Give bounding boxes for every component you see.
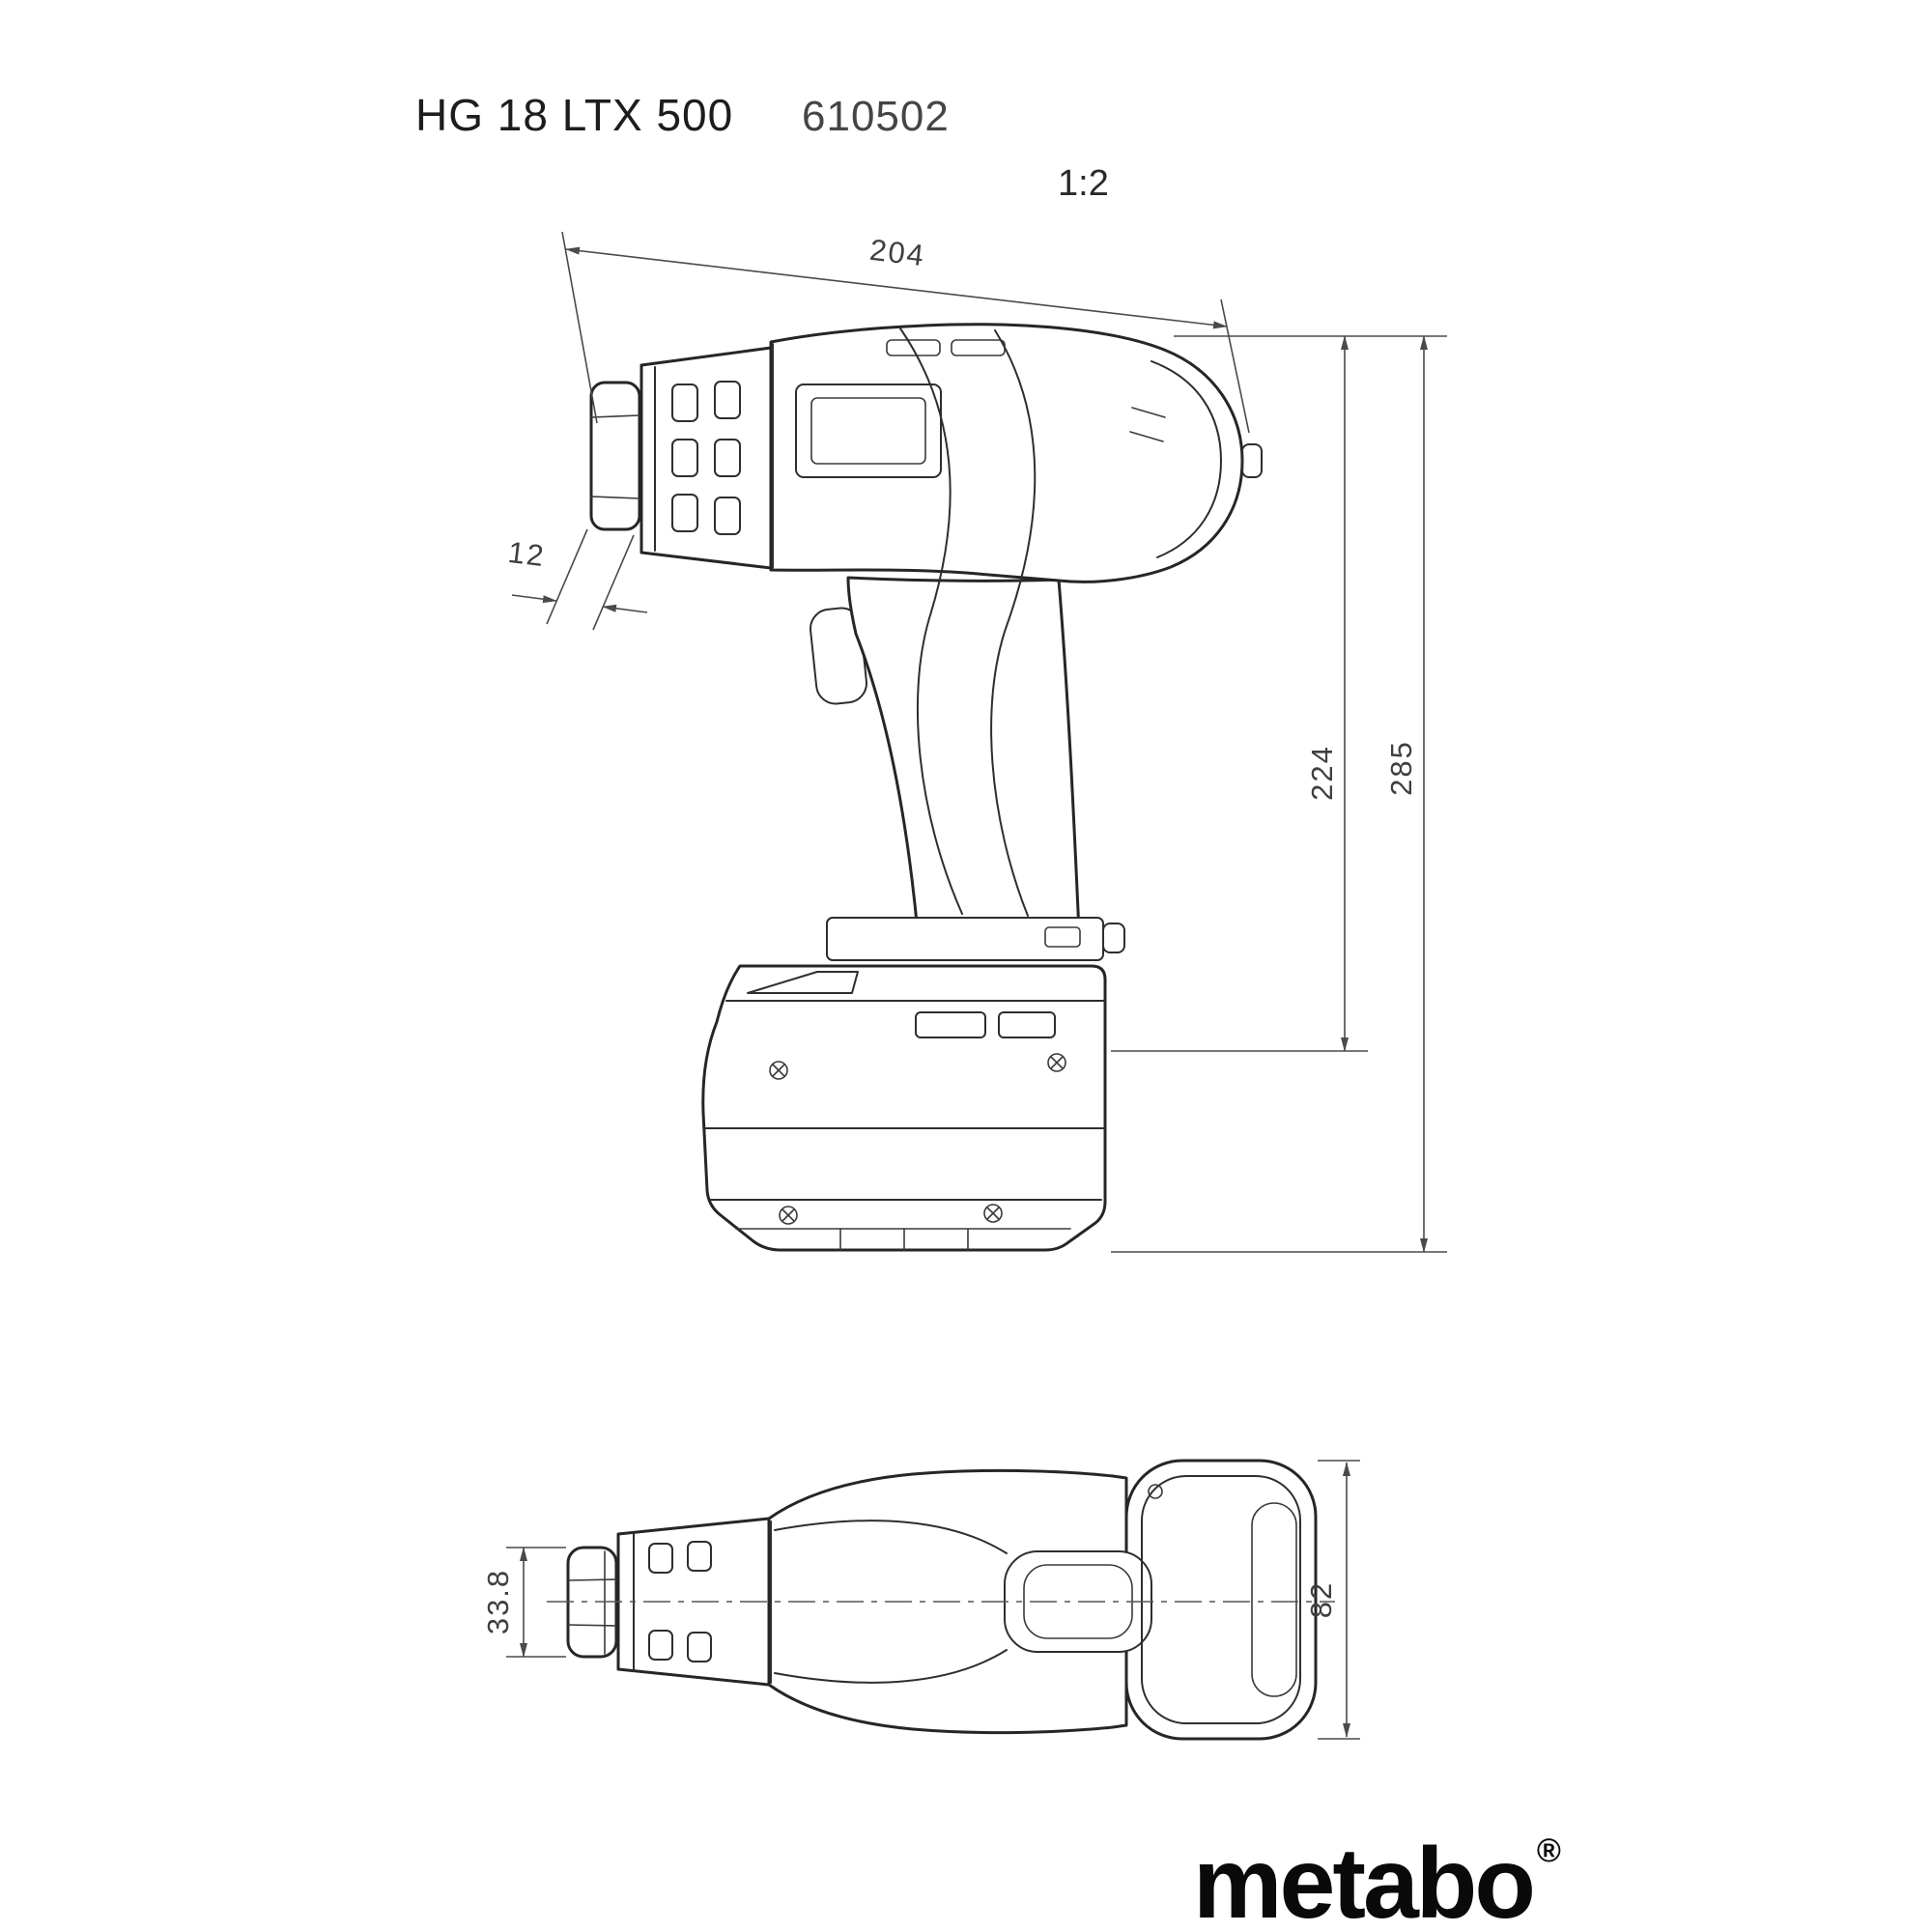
body-housing: [769, 323, 1244, 583]
rear-cap: [1124, 1459, 1318, 1741]
side-view: 204 12 224 285: [506, 231, 1447, 1253]
rear-housing-inner-line: [1151, 360, 1222, 558]
handle-grip: [846, 576, 1082, 956]
collar-ribs: [671, 381, 741, 535]
top-vent-slot: [886, 339, 941, 356]
brand-logo-text: metabo: [1193, 1828, 1533, 1932]
bottom-view: 33.8 82: [481, 1459, 1360, 1741]
article-number: 610502: [802, 93, 950, 140]
body-display-window: [795, 384, 942, 478]
rear-cap-screw: [1148, 1484, 1163, 1499]
nozzle-collar: [639, 346, 773, 570]
rear-cap-inner-line: [1141, 1475, 1301, 1724]
dim-length-label: 204: [868, 233, 927, 272]
scale-label: 1:2: [1058, 163, 1109, 204]
rear-vent: [1131, 407, 1166, 418]
grip-seam-rear: [990, 329, 1037, 917]
dim-length-204: 204: [561, 231, 1250, 434]
dim-nozzle-label: 12: [506, 535, 547, 573]
dim-nozzle-diameter-33-8: 33.8: [481, 1547, 566, 1658]
dim-body-diameter-82: 82: [1304, 1460, 1360, 1740]
interface-knob: [1102, 923, 1125, 953]
dim-nozzle-diameter-label: 33.8: [481, 1569, 515, 1634]
dim-nozzle-12: 12: [506, 528, 648, 631]
grip-seam-front: [899, 327, 963, 915]
rear-vent: [1129, 431, 1164, 442]
dim-height-224: 224: [1111, 335, 1447, 1052]
interface-latch-detail: [1044, 926, 1081, 948]
registered-mark-icon: ®: [1537, 1833, 1561, 1869]
body-details: [772, 327, 1263, 917]
battery-screws: [769, 1053, 1066, 1225]
battery-label-window: [915, 1011, 986, 1038]
model-title: HG 18 LTX 500: [415, 90, 733, 140]
dim-height-224-label: 224: [1305, 745, 1339, 801]
bottom-collar-ribs: [648, 1541, 712, 1662]
battery-capacity-window: [998, 1011, 1056, 1038]
battery-pack: [701, 964, 1107, 1252]
battery-details: [703, 971, 1106, 1251]
brand-logo: metabo®: [1193, 1828, 1561, 1932]
nozzle-tip-line-top: [590, 414, 640, 418]
battery-interface: [826, 917, 1104, 961]
battery-release-tab: [747, 971, 859, 994]
nozzle-tip-line-bottom: [590, 496, 640, 499]
dim-height-285: 285: [1111, 335, 1447, 1253]
nozzle-tip: [589, 381, 641, 531]
dim-height-285-label: 285: [1384, 740, 1418, 796]
rear-knob: [1241, 443, 1263, 478]
dim-body-diameter-label: 82: [1304, 1581, 1338, 1618]
